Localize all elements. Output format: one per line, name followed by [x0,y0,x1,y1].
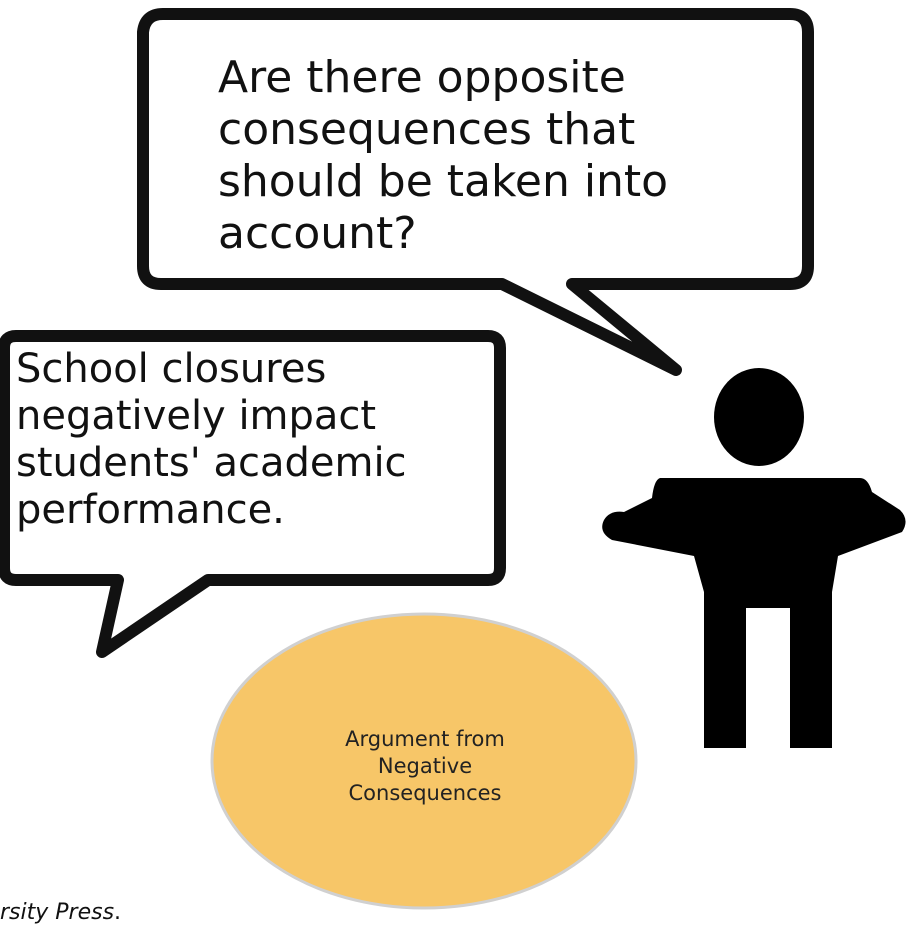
shrugging-person-icon [602,368,906,748]
scheme-label-line: Consequences [348,781,502,805]
argument-scheme-label: Argument from Negative Consequences [300,726,550,807]
question-line: should be taken into [218,156,669,207]
argument-scheme-circle [210,612,638,910]
scheme-label-line: Negative [377,754,473,778]
person-body [602,478,906,748]
scheme-label-line: Argument from [345,727,505,751]
statement-text: School closures negatively impact studen… [16,346,407,534]
statement-speech-bubble [0,330,506,658]
citation-tail: . [114,900,122,925]
citation-fragment: rsity Press. [0,899,121,927]
question-line: consequences that [218,104,636,155]
statement-line: students' academic [16,440,407,486]
question-speech-bubble [137,8,814,376]
question-line: Are there opposite [218,52,626,103]
statement-line: School closures [16,346,327,392]
statement-line: performance. [16,487,285,533]
citation-italic: rsity Press [0,900,115,925]
question-text: Are there opposite consequences that sho… [218,52,668,260]
question-line: account? [218,208,417,259]
statement-line: negatively impact [16,393,377,439]
person-head [714,368,804,466]
